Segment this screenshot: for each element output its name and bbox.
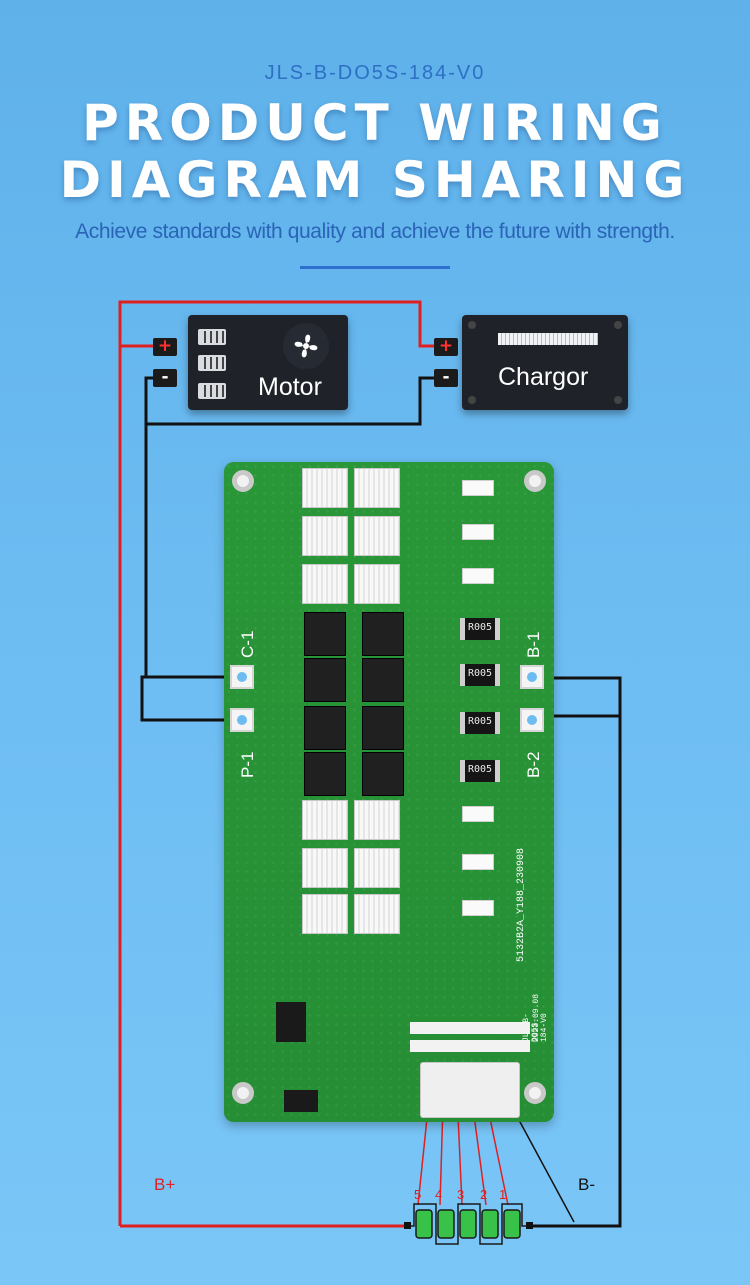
- cell-label-4: 4: [435, 1187, 443, 1202]
- smd-resistor: [462, 806, 494, 822]
- bms-pcb-board: R005 R005 R005 R005 C-1 P-1 B-1 B-2 5132…: [224, 462, 554, 1122]
- mosfet: [362, 612, 404, 656]
- battery-cell: [415, 1209, 433, 1239]
- mosfet: [304, 612, 346, 656]
- mounting-hole: [524, 1082, 546, 1104]
- screw-icon: [468, 396, 476, 404]
- motor-label: Motor: [258, 373, 322, 401]
- charger-negative-terminal: -: [434, 369, 458, 387]
- mounting-hole: [524, 470, 546, 492]
- mosfet: [362, 706, 404, 750]
- smd-resistor: [462, 854, 494, 870]
- charger-negative-wire: [146, 376, 437, 426]
- c1-label: C-1: [238, 630, 257, 658]
- cell-label-3: 3: [457, 1187, 465, 1202]
- b2-pad: [520, 708, 544, 732]
- mosfet: [354, 800, 400, 840]
- bminus-label: B-: [578, 1175, 595, 1194]
- vent-slot: [198, 329, 226, 345]
- mosfet: [302, 468, 348, 508]
- mosfet: [362, 752, 404, 796]
- p1-label: P-1: [238, 751, 257, 778]
- battery-cell: [503, 1209, 521, 1239]
- mosfet: [354, 468, 400, 508]
- screw-icon: [614, 321, 622, 329]
- balance-connector: [420, 1062, 520, 1118]
- cell-label-5: 5: [414, 1187, 422, 1202]
- motor-negative-wire: [144, 376, 226, 679]
- mosfet: [302, 894, 348, 934]
- screw-icon: [468, 321, 476, 329]
- charger-label: Chargor: [498, 363, 589, 391]
- mosfet: [354, 848, 400, 888]
- control-ic: [276, 1002, 306, 1042]
- fan-icon: [283, 323, 329, 369]
- shunt-resistor: R005: [460, 760, 500, 782]
- vent-slot: [198, 355, 226, 371]
- charge-level-icon: [498, 333, 598, 345]
- page-title-line-2: DIAGRAM SHARING: [59, 151, 691, 209]
- shunt-resistor: R005: [460, 664, 500, 686]
- smd-resistor: [462, 900, 494, 916]
- c1-p1-link-wire: [140, 675, 226, 722]
- b2-label: B-2: [524, 751, 543, 778]
- mosfet: [304, 658, 346, 702]
- mounting-hole: [232, 1082, 254, 1104]
- mosfet: [354, 564, 400, 604]
- b1-pad: [520, 665, 544, 689]
- motor-negative-terminal: -: [153, 369, 177, 387]
- mounting-hole: [232, 470, 254, 492]
- cell-label-2: 2: [480, 1187, 488, 1202]
- mosfet: [304, 752, 346, 796]
- c1-pad: [230, 665, 254, 689]
- mosfet: [302, 848, 348, 888]
- charger-device: Chargor: [462, 315, 628, 410]
- smd-resistor: [462, 480, 494, 496]
- vent-slot: [198, 383, 226, 399]
- motor-device: Motor: [188, 315, 348, 410]
- positive-wire: [118, 300, 437, 1226]
- mosfet: [302, 800, 348, 840]
- mosfet: [362, 658, 404, 702]
- title-divider: [300, 266, 450, 269]
- page-title-line-1: PRODUCT WIRING: [82, 94, 668, 152]
- page-subtitle: Achieve standards with quality and achie…: [75, 220, 675, 243]
- mosfet: [304, 706, 346, 750]
- mosfet: [354, 894, 400, 934]
- balance-resistor-row: [410, 1040, 530, 1052]
- cell-label-1: 1: [499, 1187, 507, 1202]
- battery-cell: [459, 1209, 477, 1239]
- charger-positive-terminal: +: [434, 338, 458, 356]
- board-date-text: 2023.09.08: [532, 993, 541, 1042]
- mosfet: [302, 564, 348, 604]
- shunt-resistor: R005: [460, 712, 500, 734]
- b1-wire: [530, 676, 622, 1228]
- diode: [284, 1090, 318, 1112]
- smd-resistor: [462, 524, 494, 540]
- battery-cell: [437, 1209, 455, 1239]
- battery-cell: [481, 1209, 499, 1239]
- mosfet: [354, 516, 400, 556]
- mosfet: [302, 516, 348, 556]
- model-number: JLS-B-DO5S-184-V0: [264, 62, 486, 84]
- bplus-label: B+: [154, 1175, 176, 1194]
- screw-icon: [614, 396, 622, 404]
- b1-label: B-1: [524, 631, 543, 658]
- balance-resistor-row: [410, 1022, 530, 1034]
- p1-pad: [230, 708, 254, 732]
- smd-resistor: [462, 568, 494, 584]
- motor-positive-terminal: +: [153, 338, 177, 356]
- part-code: 5132B2A_Y188_230908: [516, 847, 527, 962]
- battery-pack: [404, 1203, 533, 1245]
- shunt-resistor: R005: [460, 618, 500, 640]
